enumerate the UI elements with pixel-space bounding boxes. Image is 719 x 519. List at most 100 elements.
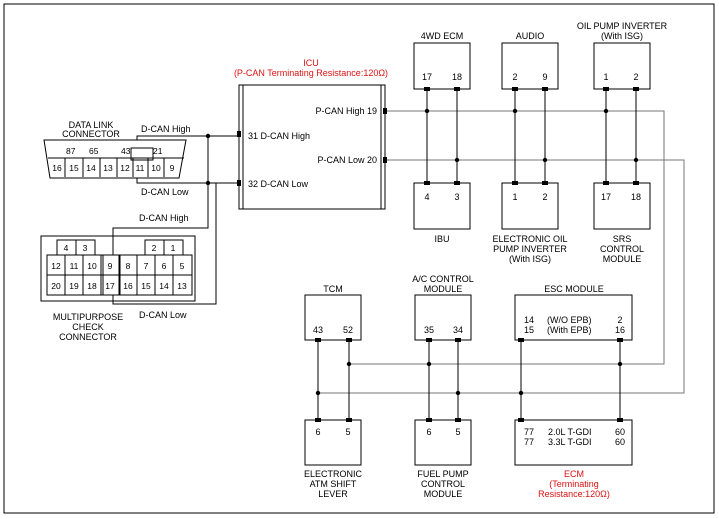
mpc-pin-label: 14 [159,281,169,291]
pin-label: 6 [315,427,320,437]
module-srs-name-2: CONTROL [600,244,644,254]
esc-pin: 15 [524,325,534,335]
icu-subtitle: (P-CAN Terminating Resistance:120Ω) [234,68,388,78]
dlc-bottom-pin: 12 [120,163,130,173]
dlc-top-pin: 21 [153,146,163,156]
module-4wd-ecm: 4WD ECM 17 18 [413,31,471,91]
ecm-variant: 3.3L T-GDI [548,437,592,447]
pin-label: 4 [424,192,429,202]
mpc-pin-label: 9 [108,261,113,271]
mpc-top-pin: 1 [171,243,176,253]
pin-label: 34 [453,325,463,335]
module-esc-name: ESC MODULE [544,284,604,294]
mpc-pin-label: 17 [105,281,115,291]
module-srs: 17 18 SRS CONTROL MODULE [593,181,651,264]
esc-variant: (With EPB) [547,325,592,335]
module-electronic-oil-pump-inverter: 1 2 ELECTRONIC OIL PUMP INVERTER (With I… [492,181,568,264]
pin-label: 3 [454,192,459,202]
dlc-bottom-pin: 15 [69,163,79,173]
pin-label: 43 [313,325,323,335]
module-srs-name-3: MODULE [603,254,642,264]
dlc-dcan-low-label: D-CAN Low [141,187,189,197]
pin-label: 2 [512,72,517,82]
icu-pin-dcan-high: 31 D-CAN High [248,131,310,141]
module-ecm: 77 2.0L T-GDI 60 77 3.3L T-GDI 60 ECM (T… [514,418,633,499]
module-tcm: TCM 43 52 [304,284,362,342]
mpc-pin-label: 20 [51,281,61,291]
pin-label: 9 [542,72,547,82]
icu-pin-dcan-low: 32 D-CAN Low [248,179,309,189]
mpc-pin-label: 12 [51,261,61,271]
junction-dots [205,108,639,396]
icu-module: ICU (P-CAN Terminating Resistance:120Ω) … [234,58,388,210]
module-fuel-name-2: CONTROL [421,479,465,489]
module-oil-pump-inverter: OIL PUMP INVERTER (With ISG) 1 2 [577,21,668,91]
mpc-dcan-high-label: D-CAN High [139,213,189,223]
mpc-pin-label: 6 [162,261,167,271]
mpc-pin-label: 18 [87,281,97,291]
dlc-label-1: DATA LINK [69,120,114,130]
module-atm-name-2: ATM SHIFT [310,479,357,489]
dlc-bottom-pin: 10 [151,163,161,173]
module-eopi-name-1: ELECTRONIC OIL [492,234,567,244]
module-ibu-name: IBU [434,234,449,244]
mpc-top-pin: 2 [152,243,157,253]
mpc-pin-label: 13 [177,281,187,291]
mpc-label-2: CHECK [72,322,104,332]
module-atm-shift-lever: 6 5 ELECTRONIC ATM SHIFT LEVER [304,418,363,499]
mpc-top-pin: 4 [64,243,69,253]
dlc-bottom-pin: 9 [170,163,175,173]
module-oil-pump-name-2: (With ISG) [601,31,643,41]
pin-label: 35 [424,325,434,335]
module-fuel-name-1: FUEL PUMP [417,469,468,479]
mpc-pin-label: 15 [141,281,151,291]
pin-label: 2 [633,72,638,82]
module-fuel-name-3: MODULE [424,489,463,499]
pin-label: 6 [426,427,431,437]
mpc-pin-label: 10 [87,261,97,271]
module-atm-name-3: LEVER [318,489,348,499]
dlc-label-2: CONNECTOR [62,129,120,139]
icu-pin-pcan-high: P-CAN High 19 [315,106,377,116]
module-fuel-pump-control: 6 5 FUEL PUMP CONTROL MODULE [414,418,472,499]
dlc-dcan-high-label: D-CAN High [141,124,191,134]
module-oil-pump-name-1: OIL PUMP INVERTER [577,21,668,31]
icu-pin-pcan-low: P-CAN Low 20 [317,155,377,165]
esc-pin: 16 [615,325,625,335]
pin-label: 2 [542,192,547,202]
pin-label: 1 [603,72,608,82]
module-ecm-note-2: Resistance:120Ω) [538,489,610,499]
ecm-pin: 77 [524,437,534,447]
pcan-high-bus-line [348,110,665,423]
module-ecm-note-1: (Terminating [549,479,599,489]
dlc-bottom-pin: 16 [52,163,62,173]
mpc-dcan-low-label: D-CAN Low [139,310,187,320]
mpc-label-3: CONNECTOR [59,332,117,342]
dlc-top-pin: 43 [121,146,131,156]
pcan-drops [317,89,637,420]
module-ac-name-1: A/C CONTROL [412,274,474,284]
ecm-variant: 2.0L T-GDI [548,427,592,437]
module-audio: AUDIO 2 9 [501,31,559,91]
pin-label: 18 [452,72,462,82]
ecm-pin: 60 [615,437,625,447]
mpc-top-pin: 3 [83,243,88,253]
esc-pin: 14 [524,315,534,325]
module-audio-name: AUDIO [516,31,545,41]
module-ac-name-2: MODULE [424,284,463,294]
dlc-bottom-pin: 14 [86,163,96,173]
outer-frame [3,3,715,514]
module-ac-control: A/C CONTROL MODULE 35 34 [412,274,474,342]
module-ecm-name: ECM [564,469,584,479]
pin-label: 17 [422,72,432,82]
module-eopi-name-2: PUMP INVERTER [493,244,567,254]
data-link-connector: 87 65 43 21 16 15 14 13 12 11 10 9 [43,139,187,179]
mpc-label-1: MULTIPURPOSE [53,312,123,322]
pcan-low-bus-line [318,159,685,394]
module-ibu: 4 3 IBU [413,181,471,244]
pin-label: 52 [343,325,353,335]
module-tcm-name: TCM [323,284,343,294]
